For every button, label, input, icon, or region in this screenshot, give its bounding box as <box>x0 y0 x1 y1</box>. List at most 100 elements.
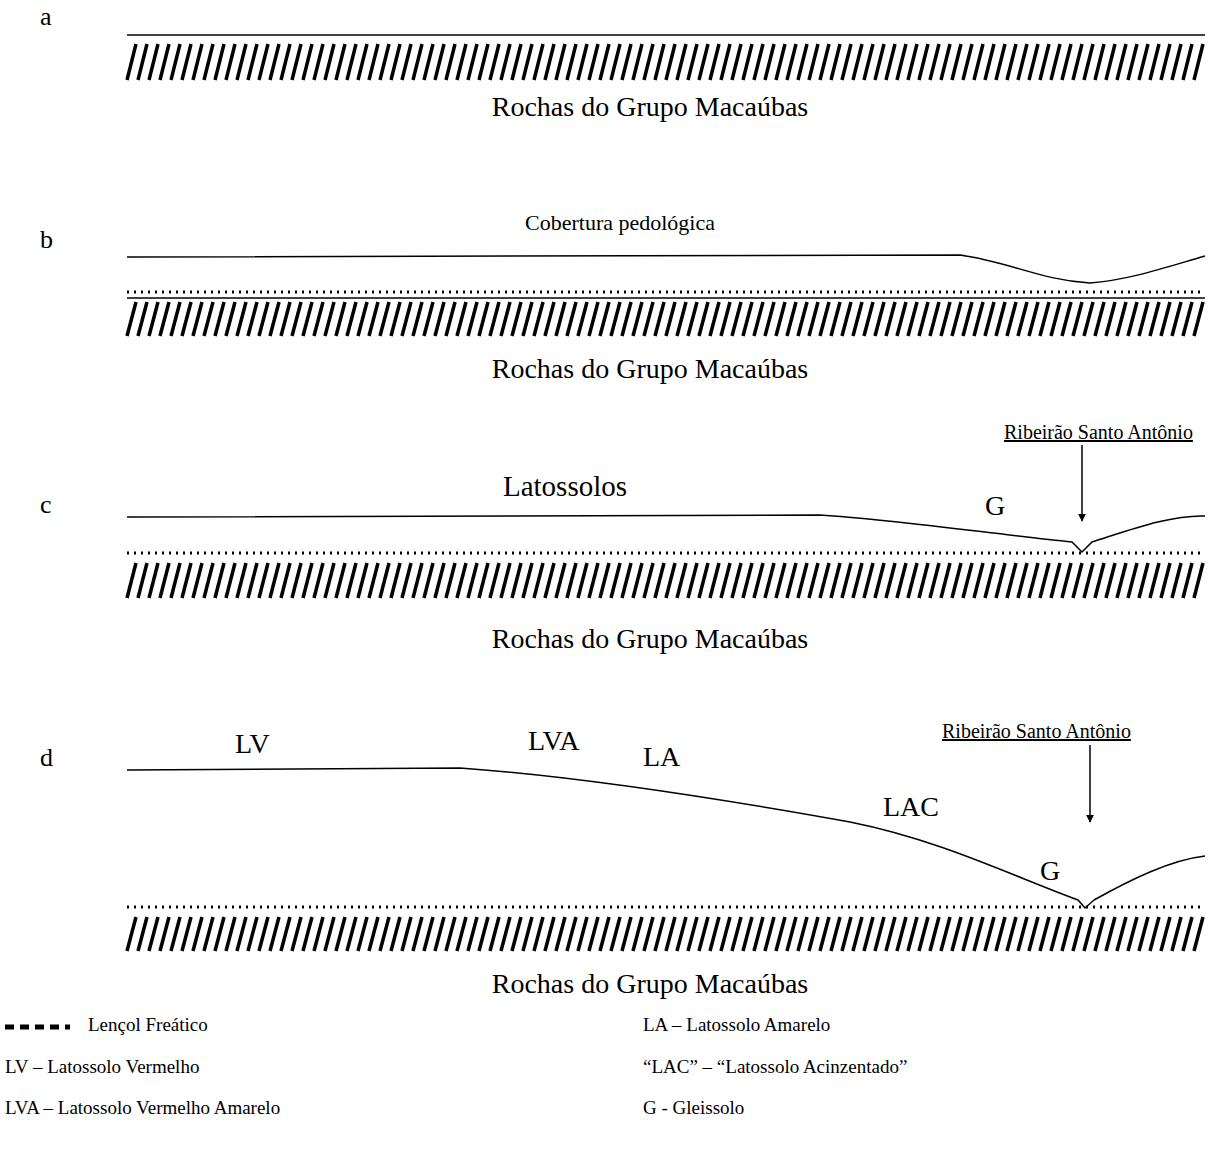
hatch-stroke <box>468 917 477 951</box>
hatch-stroke <box>435 917 444 951</box>
hatch-stroke <box>875 44 884 80</box>
legend-entry: LV – Latossolo Vermelho <box>5 1057 199 1076</box>
hatch-stroke <box>1172 302 1181 336</box>
hatch-stroke <box>193 302 202 336</box>
hatch-stroke <box>1029 917 1038 951</box>
hatch-stroke <box>479 302 488 336</box>
hatch-stroke <box>1029 563 1038 598</box>
hatch-stroke <box>622 44 631 80</box>
hatch-stroke <box>666 917 675 951</box>
hatch-stroke <box>259 44 268 80</box>
hatch-stroke <box>787 917 796 951</box>
hatch-stroke <box>490 302 499 336</box>
hatch-stroke <box>336 302 345 336</box>
river-name: Ribeirão Santo Antônio <box>1004 422 1193 442</box>
hatch-stroke <box>1150 44 1159 80</box>
hatch-stroke <box>424 44 433 80</box>
panel-letter: d <box>40 745 53 771</box>
hatch-stroke <box>270 302 279 336</box>
hatch-stroke <box>160 563 169 598</box>
hatch-stroke <box>952 302 961 336</box>
hatch-stroke <box>765 917 774 951</box>
hatch-stroke <box>864 44 873 80</box>
soil-label: G <box>985 492 1005 520</box>
hatch-stroke <box>743 302 752 336</box>
hatch-stroke <box>831 917 840 951</box>
hatch-stroke <box>809 917 818 951</box>
hatch-stroke <box>1073 302 1082 336</box>
hatch-stroke <box>347 302 356 336</box>
hatch-stroke <box>358 563 367 598</box>
hatch-stroke <box>160 44 169 80</box>
hatch-stroke <box>644 302 653 336</box>
hatch-stroke <box>963 302 972 336</box>
hatch-stroke <box>215 917 224 951</box>
hatch-stroke <box>589 917 598 951</box>
hatch-stroke <box>567 563 576 598</box>
hatch-stroke <box>1029 302 1038 336</box>
hatch-stroke <box>611 917 620 951</box>
soil-label: G <box>1040 857 1060 885</box>
hatch-stroke <box>1007 917 1016 951</box>
cover-label: Cobertura pedológica <box>525 212 715 234</box>
hatch-stroke <box>1007 563 1016 598</box>
hatch-stroke <box>699 44 708 80</box>
hatch-stroke <box>413 917 422 951</box>
hatch-stroke <box>820 44 829 80</box>
hatch-stroke <box>325 563 334 598</box>
hatch-stroke <box>589 302 598 336</box>
hatch-stroke <box>1194 917 1203 951</box>
hatch-stroke <box>1084 302 1093 336</box>
hatch-stroke <box>886 302 895 336</box>
hatch-stroke <box>622 302 631 336</box>
hatch-stroke <box>380 917 389 951</box>
hatch-stroke <box>391 917 400 951</box>
hatch-stroke <box>1172 44 1181 80</box>
hatch-stroke <box>259 563 268 598</box>
hatch-stroke <box>556 917 565 951</box>
hatch-stroke <box>1084 563 1093 598</box>
hatch-stroke <box>732 563 741 598</box>
hatch-stroke <box>897 563 906 598</box>
hatch-stroke <box>1161 44 1170 80</box>
hatch-stroke <box>215 302 224 336</box>
hatch-stroke <box>248 563 257 598</box>
hatch-stroke <box>710 44 719 80</box>
hatch-stroke <box>908 44 917 80</box>
hatch-stroke <box>1040 44 1049 80</box>
hatch-stroke <box>523 44 532 80</box>
hatch-stroke <box>721 917 730 951</box>
hatch-stroke <box>171 917 180 951</box>
hatch-stroke <box>1128 44 1137 80</box>
hatch-stroke <box>930 44 939 80</box>
water-table-line <box>127 906 1205 909</box>
hatch-stroke <box>578 917 587 951</box>
hatch-stroke <box>413 302 422 336</box>
hatch-stroke <box>347 563 356 598</box>
hatch-stroke <box>193 44 202 80</box>
hatch-stroke <box>1018 44 1027 80</box>
hatch-stroke <box>578 563 587 598</box>
hatch-stroke <box>1150 302 1159 336</box>
hatch-stroke <box>1007 44 1016 80</box>
hatch-stroke <box>600 917 609 951</box>
hatch-stroke <box>237 302 246 336</box>
hatch-stroke <box>776 917 785 951</box>
hatch-stroke <box>853 302 862 336</box>
hatch-stroke <box>303 44 312 80</box>
hatch-stroke <box>743 917 752 951</box>
hatch-stroke <box>578 302 587 336</box>
hatch-stroke <box>677 44 686 80</box>
rock-name: Rochas do Grupo Macaúbas <box>492 355 808 383</box>
hatch-stroke <box>655 917 664 951</box>
hatch-stroke <box>1139 917 1148 951</box>
hatch-stroke <box>1073 917 1082 951</box>
hatch-stroke <box>1062 917 1071 951</box>
panel-letter: a <box>40 4 52 30</box>
hatch-stroke <box>567 44 576 80</box>
hatch-stroke <box>303 917 312 951</box>
water-table-line <box>127 291 1205 294</box>
hatch-stroke <box>842 917 851 951</box>
hatch-stroke <box>831 302 840 336</box>
hatch-stroke <box>248 302 257 336</box>
